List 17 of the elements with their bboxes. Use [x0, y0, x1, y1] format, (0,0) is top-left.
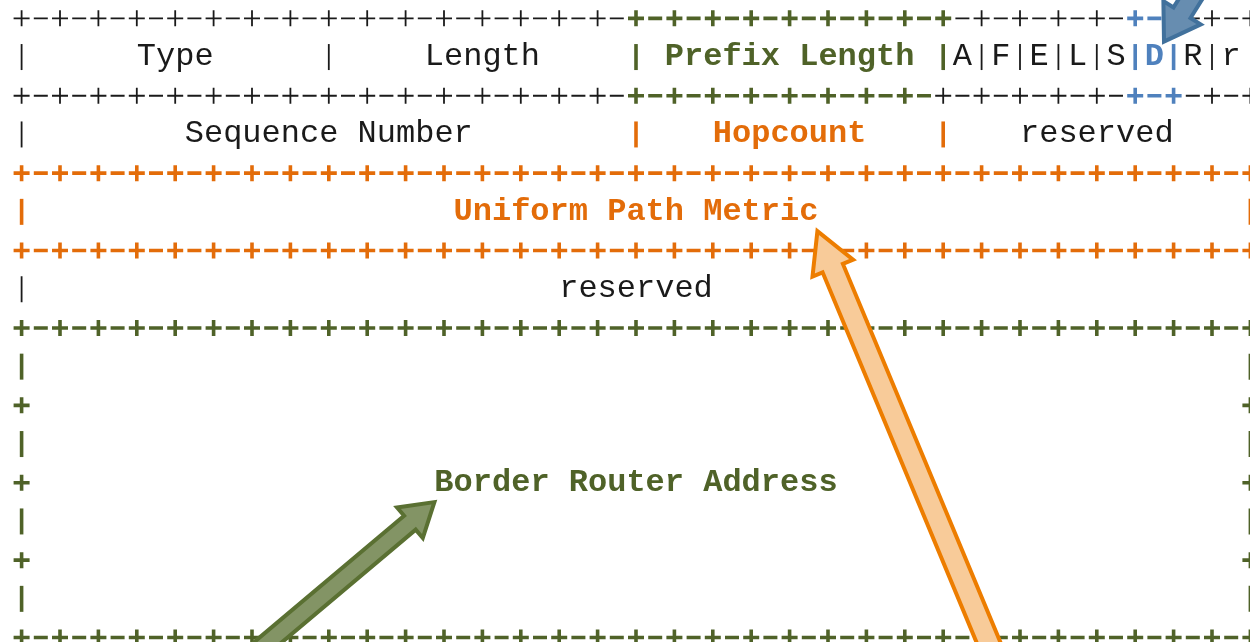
header-field: L	[1068, 37, 1088, 77]
header-field: A	[952, 37, 972, 77]
header-field: Length	[338, 37, 627, 77]
header-field: D	[1144, 37, 1164, 77]
header-field: S	[1106, 37, 1126, 77]
header-field: Prefix Length	[645, 37, 934, 77]
header-field: R	[1183, 37, 1203, 77]
header-field: Hopcount	[645, 115, 934, 154]
header-field: E	[1029, 37, 1049, 77]
header-field: F	[991, 37, 1011, 77]
header-field: reserved	[952, 115, 1241, 154]
header-field: Border Router Address	[434, 463, 838, 503]
header-field: reserved	[31, 269, 1241, 309]
header-field: Sequence Number	[31, 115, 627, 154]
header-field: Type	[31, 37, 320, 77]
header-field: Uniform Path Metric	[31, 192, 1241, 232]
header-field: r	[1221, 37, 1241, 77]
